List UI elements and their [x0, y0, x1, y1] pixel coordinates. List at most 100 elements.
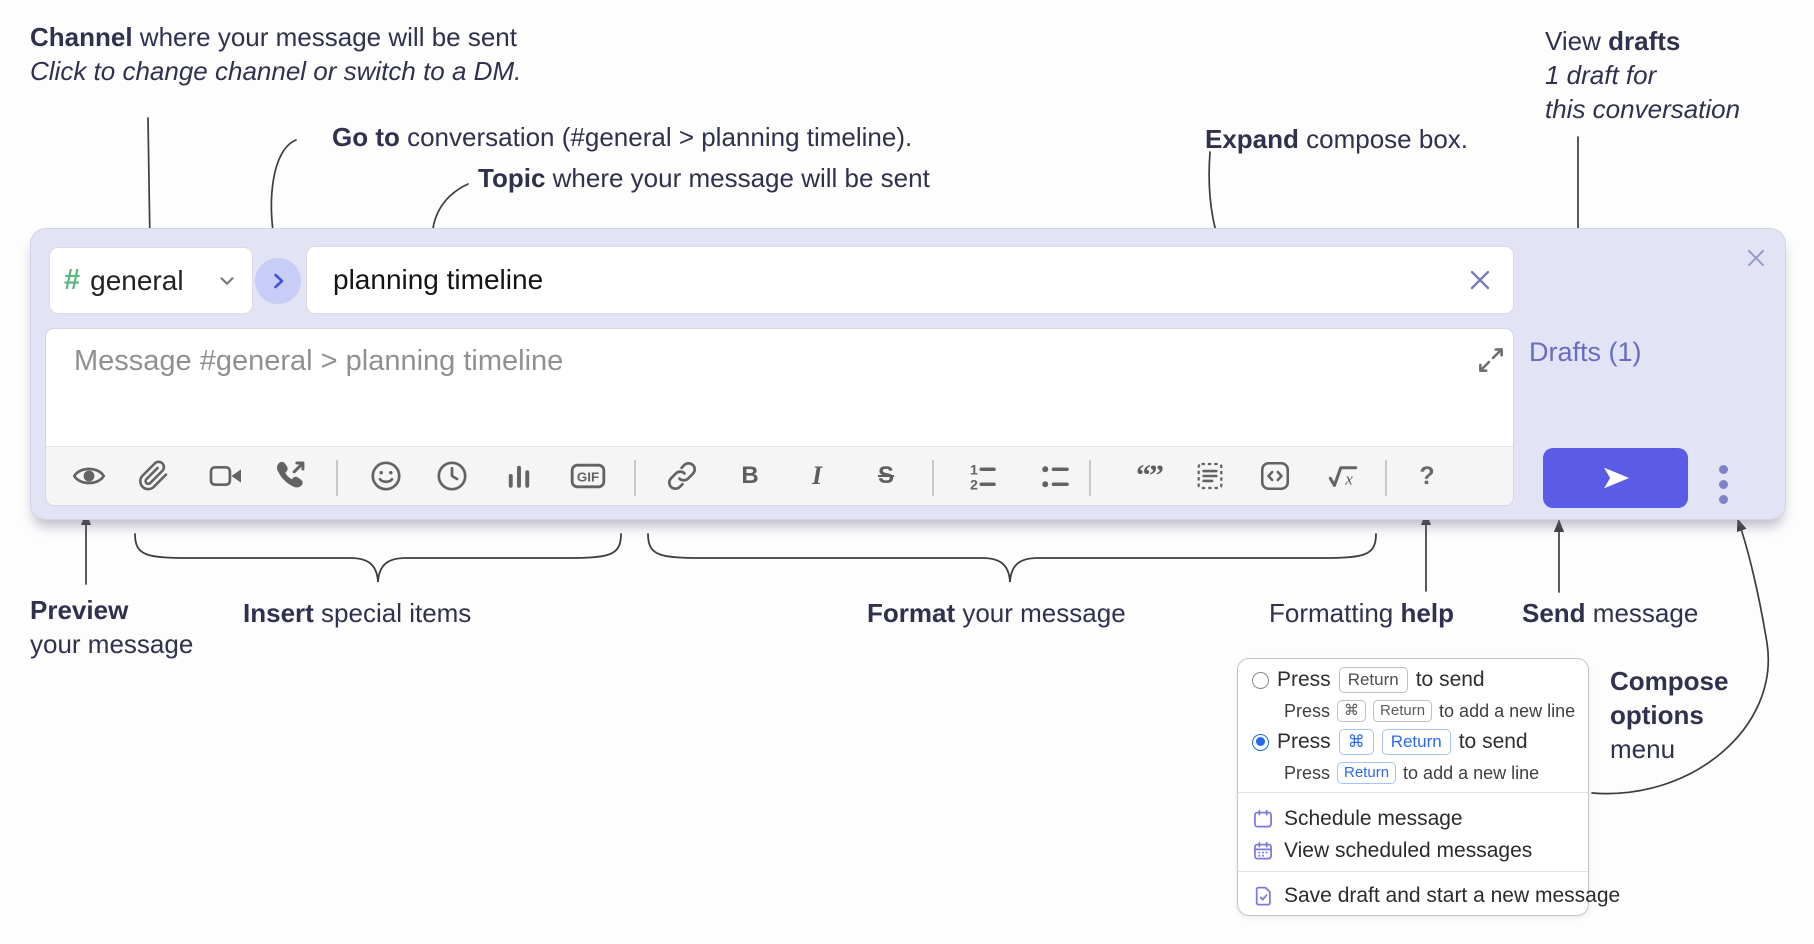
link-button[interactable]	[660, 454, 704, 498]
drafts-link[interactable]: Drafts (1)	[1529, 337, 1642, 367]
smiley-icon	[371, 461, 401, 491]
option-return-to-send[interactable]: Press Return to send	[1252, 667, 1485, 693]
quote-button[interactable]: “”	[1127, 454, 1171, 498]
vertical-dots-icon	[1718, 479, 1728, 489]
key-cmd: ⌘	[1338, 729, 1374, 755]
math-button[interactable]: x	[1321, 454, 1365, 498]
option-cmd-return-subtext: Press Return to add a new line	[1284, 762, 1540, 784]
brace-format	[647, 533, 1377, 583]
svg-text:1: 1	[970, 463, 978, 479]
option-text: to send	[1415, 668, 1485, 691]
message-placeholder: Message #general > planning timeline	[74, 345, 564, 377]
attach-file-button[interactable]	[131, 454, 175, 498]
annotation-view-drafts: View drafts 1 draft for this conversatio…	[1545, 26, 1741, 124]
video-call-button[interactable]	[204, 454, 248, 498]
option-text: Press	[1277, 730, 1331, 753]
toolbar-divider	[932, 460, 934, 496]
time-button[interactable]	[430, 454, 474, 498]
strikethrough-icon: S	[877, 462, 894, 489]
calendar-grid-icon	[1254, 841, 1272, 860]
bar-chart-icon	[508, 465, 530, 488]
expand-icon	[1479, 348, 1503, 372]
option-text: to send	[1458, 730, 1528, 753]
gif-icon: GIF	[570, 463, 606, 489]
question-mark-icon: ?	[1419, 461, 1435, 490]
poll-button[interactable]	[497, 454, 541, 498]
radio-selected-icon[interactable]	[1252, 733, 1269, 751]
annotation-topic: Topic where your message will be sent	[478, 163, 930, 193]
menu-item-label: View scheduled messages	[1284, 839, 1533, 862]
menu-item-label: Schedule message	[1284, 807, 1463, 830]
option-text: Press	[1277, 668, 1331, 691]
math-icon: x	[1328, 466, 1358, 489]
spoiler-button[interactable]	[1188, 454, 1232, 498]
compose-options-menu: Press Return to send Press ⌘ Return to a…	[1237, 658, 1620, 916]
menu-item-schedule-message[interactable]: Schedule message	[1252, 804, 1463, 834]
vertical-dots-icon	[1718, 494, 1728, 504]
paper-plane-icon	[1603, 467, 1629, 489]
annotation-insert: Insert special items	[243, 598, 472, 628]
clear-topic-icon[interactable]	[1465, 265, 1495, 295]
bulleted-list-icon	[1042, 466, 1069, 488]
option-cmd-return-to-send[interactable]: Press ⌘ Return to send	[1252, 729, 1528, 755]
channel-hash-icon: #	[64, 264, 81, 296]
calendar-icon	[1254, 809, 1272, 828]
strikethrough-button[interactable]: S	[864, 454, 908, 498]
annotation-goto: Go to conversation (#general > planning …	[332, 122, 913, 152]
vertical-dots-icon	[1718, 464, 1728, 474]
numbered-list-button[interactable]: 1 2	[960, 454, 1004, 498]
menu-item-view-scheduled[interactable]: View scheduled messages	[1252, 836, 1532, 866]
voice-call-button[interactable]	[268, 454, 312, 498]
code-icon	[1260, 461, 1290, 491]
option-return-subtext: Press ⌘ Return to add a new line	[1284, 700, 1576, 722]
chevron-down-icon	[216, 270, 238, 292]
quote-icon: “”	[1136, 459, 1164, 492]
arrow-channel	[144, 117, 155, 246]
svg-text:2: 2	[970, 478, 978, 494]
bold-button[interactable]: B	[728, 454, 772, 498]
annotation-send: Send message	[1522, 598, 1699, 628]
toolbar-divider	[1385, 460, 1387, 496]
spoiler-icon	[1197, 462, 1223, 490]
compose-options-menu-button[interactable]	[1705, 456, 1741, 512]
video-camera-icon	[209, 465, 241, 487]
paperclip-icon	[139, 460, 168, 491]
go-to-conversation-button[interactable]	[255, 258, 301, 304]
channel-selector[interactable]: # general	[49, 247, 253, 314]
annotation-preview: Preview your message	[30, 595, 194, 659]
annotation-expand: Expand compose box.	[1205, 124, 1469, 154]
topic-input[interactable]: planning timeline	[306, 246, 1514, 314]
key-return: Return	[1373, 700, 1433, 722]
toolbar-divider	[634, 460, 636, 496]
chevron-right-icon	[274, 273, 284, 289]
svg-text:x: x	[1344, 470, 1353, 489]
phone-call-icon	[276, 461, 305, 488]
emoji-button[interactable]	[364, 454, 408, 498]
gif-button[interactable]: GIF	[566, 454, 610, 498]
send-button[interactable]	[1543, 448, 1688, 508]
preview-button[interactable]	[67, 454, 111, 498]
topic-value: planning timeline	[333, 264, 544, 295]
toolbar-divider	[1089, 460, 1091, 496]
annotation-compose-options: Compose options menu	[1610, 666, 1729, 764]
expand-compose-button[interactable]	[1472, 341, 1510, 379]
key-return: Return	[1338, 667, 1408, 693]
italic-icon: I	[811, 461, 823, 490]
numbered-list-icon: 1 2	[970, 463, 996, 494]
annotation-formatting-help: Formatting help	[1269, 598, 1454, 628]
brace-insert	[134, 533, 622, 583]
annotation-format: Format your message	[867, 598, 1126, 628]
radio-unselected-icon[interactable]	[1252, 671, 1269, 689]
key-cmd: ⌘	[1337, 700, 1367, 722]
menu-divider	[1238, 871, 1588, 872]
close-compose-button[interactable]	[1739, 241, 1773, 275]
italic-button[interactable]: I	[795, 454, 839, 498]
code-button[interactable]	[1253, 454, 1297, 498]
menu-item-save-draft[interactable]: Save draft and start a new message	[1252, 881, 1620, 911]
bulleted-list-button[interactable]	[1033, 454, 1077, 498]
compose-box: # general planning timeline Message #gen…	[30, 228, 1786, 520]
message-compose-area[interactable]: Message #general > planning timeline	[45, 328, 1514, 506]
formatting-help-button[interactable]: ?	[1405, 454, 1449, 498]
draft-check-icon	[1255, 886, 1271, 906]
